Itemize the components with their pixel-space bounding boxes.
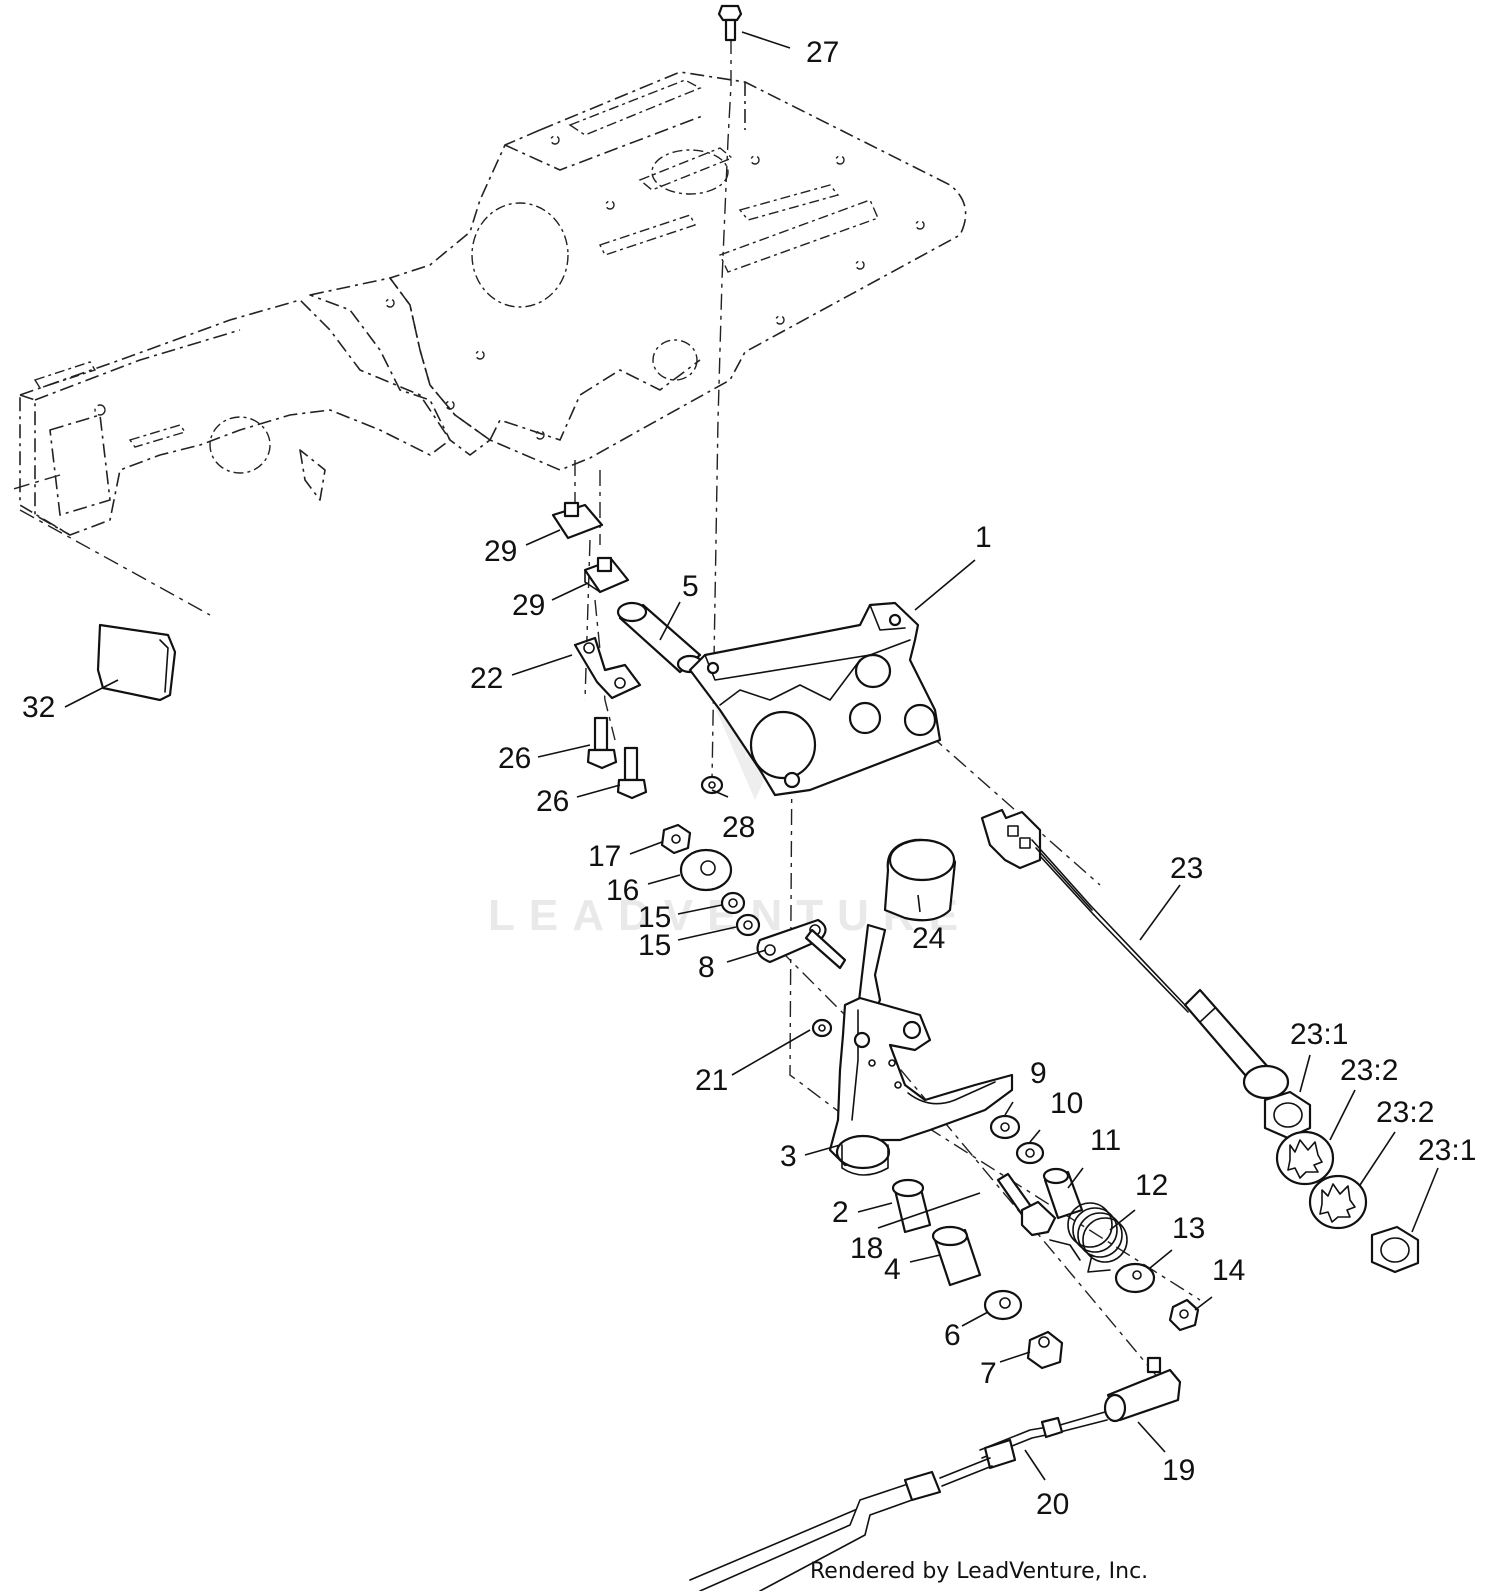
part-28-nut[interactable]: [700, 775, 724, 795]
callout-8: 8: [698, 951, 715, 984]
callout-4: 4: [884, 1253, 901, 1286]
callout-28: 28: [722, 811, 755, 844]
callout-15-lower: 15: [638, 929, 671, 962]
callout-17: 17: [588, 840, 621, 873]
part-23-2-lock-washer-lower[interactable]: [1308, 1174, 1368, 1230]
callout-10: 10: [1050, 1087, 1083, 1120]
part-16-bushing[interactable]: [679, 848, 733, 892]
callout-6: 6: [944, 1319, 961, 1352]
part-15-washer-upper[interactable]: [720, 891, 746, 915]
part-13-washer[interactable]: [1114, 1262, 1156, 1294]
callout-2: 2: [832, 1196, 849, 1229]
callout-15-upper: 15: [638, 901, 671, 934]
render-credit: Rendered by LeadVenture, Inc.: [810, 1559, 1148, 1584]
part-7-lock-nut[interactable]: [1026, 1330, 1064, 1370]
callout-1: 1: [975, 521, 992, 554]
callout-29-lower: 29: [512, 589, 545, 622]
callout-19: 19: [1162, 1454, 1195, 1487]
callout-23-1-lower: 23:1: [1418, 1134, 1476, 1167]
part-23-2-lock-washer-upper[interactable]: [1275, 1130, 1335, 1186]
callout-23-2-lower: 23:2: [1376, 1096, 1434, 1129]
callout-23-1-upper: 23:1: [1290, 1018, 1348, 1051]
callout-3: 3: [780, 1140, 797, 1173]
callout-9: 9: [1030, 1057, 1047, 1090]
part-1-mount-bracket[interactable]: [688, 601, 942, 797]
callout-7: 7: [980, 1357, 997, 1390]
part-6-washer[interactable]: [983, 1289, 1023, 1321]
callout-20: 20: [1036, 1488, 1069, 1521]
part-15-washer-lower[interactable]: [735, 913, 761, 937]
part-10-washer[interactable]: [1015, 1141, 1045, 1165]
part-23-switch[interactable]: [980, 808, 1290, 1100]
callout-16: 16: [606, 874, 639, 907]
part-24-knob[interactable]: [883, 838, 957, 922]
callout-26-lower: 26: [536, 785, 569, 818]
part-20-cable[interactable]: [689, 1411, 1108, 1591]
callout-22: 22: [470, 662, 503, 695]
callout-21: 21: [695, 1064, 728, 1097]
part-22-bracket[interactable]: [573, 636, 642, 700]
callout-labels: 27 1 5 29 29 22 32 26 26 28 17 16 15 15 …: [22, 36, 1476, 1521]
callout-23: 23: [1170, 852, 1203, 885]
part-27-bolt[interactable]: [717, 4, 743, 42]
part-29-clip-nut-lower[interactable]: [583, 556, 630, 594]
part-23-1-jam-nut-upper[interactable]: [1263, 1090, 1312, 1140]
part-3-control-lever[interactable]: [828, 923, 1014, 1176]
callout-24: 24: [912, 922, 945, 955]
callout-12: 12: [1135, 1169, 1168, 1202]
part-17-nut[interactable]: [660, 823, 692, 855]
part-26-bolt-upper[interactable]: [586, 716, 618, 770]
part-29-clip-nut-upper[interactable]: [551, 501, 604, 540]
callout-27: 27: [806, 36, 839, 69]
callout-11: 11: [1090, 1124, 1121, 1157]
callout-14: 14: [1212, 1254, 1245, 1287]
part-26-bolt-lower[interactable]: [616, 746, 648, 800]
callout-18: 18: [850, 1232, 883, 1265]
part-18-shoulder-bolt[interactable]: [996, 1172, 1057, 1237]
part-14-nut[interactable]: [1168, 1298, 1200, 1332]
part-12-torsion-spring[interactable]: [1049, 1202, 1128, 1273]
part-32-end-cap[interactable]: [96, 623, 177, 702]
part-19-cable-end[interactable]: [1103, 1356, 1182, 1423]
part-2-bushing[interactable]: [891, 1178, 932, 1234]
callout-13: 13: [1172, 1212, 1205, 1245]
callout-23-2-upper: 23:2: [1340, 1054, 1398, 1087]
part-11-spacer[interactable]: [1042, 1167, 1084, 1220]
part-4-bushing[interactable]: [931, 1225, 982, 1287]
frame-outline: [9, 71, 967, 616]
callout-5: 5: [682, 570, 699, 603]
callout-29-upper: 29: [484, 535, 517, 568]
callout-26-upper: 26: [498, 742, 531, 775]
part-21-nut[interactable]: [811, 1018, 833, 1038]
callout-32: 32: [22, 691, 55, 724]
leader-lines: [64, 31, 1439, 1481]
part-5-spacer[interactable]: [616, 601, 704, 674]
part-9-washer[interactable]: [989, 1114, 1021, 1140]
part-23-1-jam-nut-lower[interactable]: [1370, 1225, 1420, 1274]
